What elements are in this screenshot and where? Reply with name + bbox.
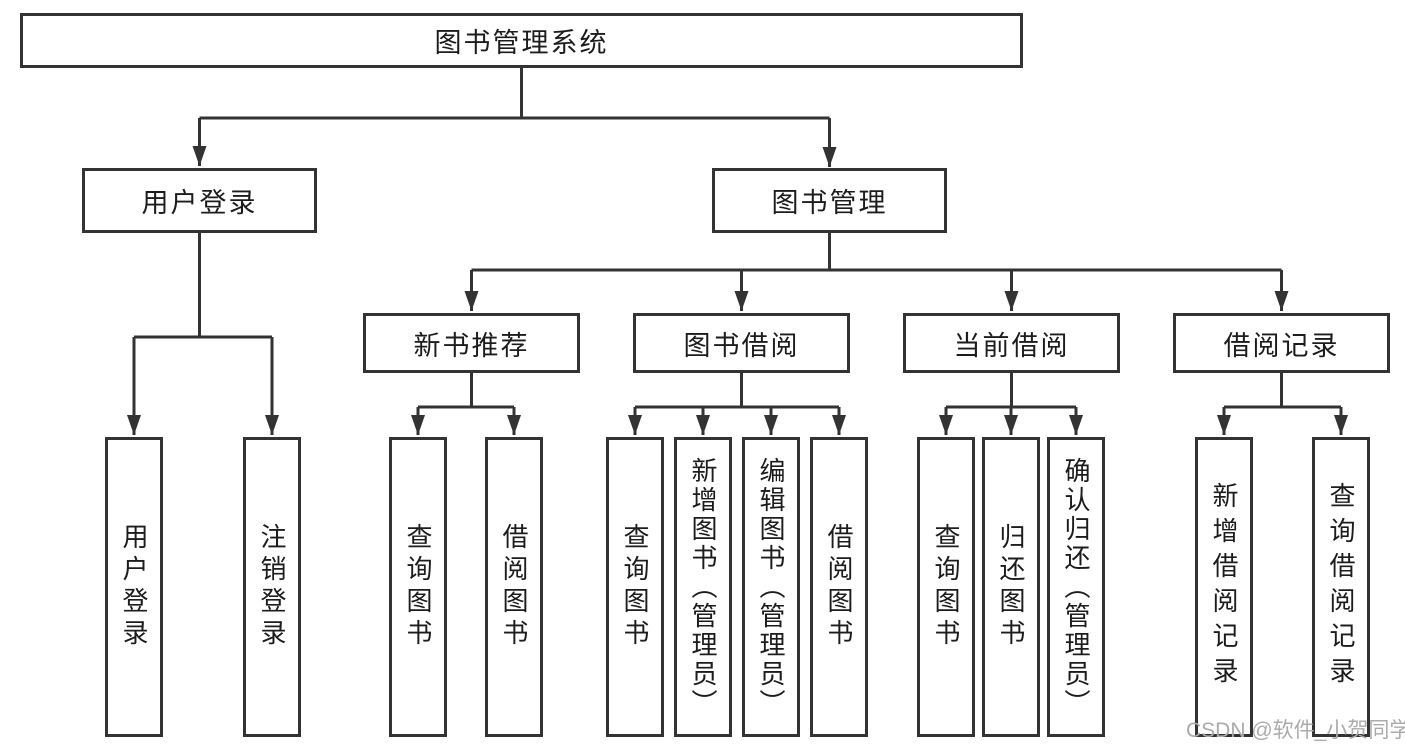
- leaf-add-book-admin: 新增图书（管理员）: [674, 437, 732, 737]
- leaf-query-books-recommend: 查询图书: [389, 437, 447, 737]
- node-label: 借阅记录: [1223, 330, 1340, 361]
- leaf-confirm-return-admin: 确认归还（管理员）: [1047, 437, 1105, 737]
- node-label: 查询图书: [403, 523, 433, 651]
- node-book-management: 图书管理: [712, 168, 947, 233]
- node-label: 查询图书: [620, 523, 650, 651]
- node-label: 借阅图书: [824, 523, 854, 651]
- node-label: 借阅图书: [499, 523, 529, 651]
- node-label: 编辑图书（管理员）: [756, 456, 786, 718]
- node-user-login: 用户登录: [82, 168, 317, 233]
- node-label: 图书管理: [771, 188, 888, 218]
- node-label: 用户登录: [119, 523, 149, 651]
- node-label: 查询图书: [931, 523, 961, 651]
- node-label: 新增借阅记录: [1209, 482, 1239, 692]
- node-book-borrowing: 图书借阅: [633, 313, 850, 373]
- leaf-query-books-borrowing: 查询图书: [606, 437, 664, 737]
- node-label: 注销登录: [257, 523, 287, 651]
- node-new-book-recommend: 新书推荐: [363, 313, 580, 373]
- node-label: 查询借阅记录: [1326, 482, 1356, 692]
- node-current-borrowing: 当前借阅: [903, 313, 1120, 373]
- leaf-return-books: 归还图书: [982, 437, 1040, 737]
- csdn-watermark: CSDN @软件_小贺同学: [1186, 719, 1405, 742]
- leaf-user-login: 用户登录: [105, 437, 163, 737]
- node-label: 当前借阅: [953, 330, 1070, 361]
- node-label: 图书借阅: [683, 330, 800, 361]
- node-label: 用户登录: [141, 188, 258, 218]
- node-label: 归还图书: [996, 523, 1026, 651]
- node-label: 新书推荐: [413, 330, 530, 361]
- node-label: 确认归还（管理员）: [1061, 456, 1091, 718]
- leaf-logout: 注销登录: [243, 437, 301, 737]
- node-label: 图书管理系统: [434, 28, 609, 58]
- node-label: 新增图书（管理员）: [688, 456, 718, 718]
- node-root-library-system: 图书管理系统: [20, 13, 1023, 68]
- leaf-borrow-books-borrowing: 借阅图书: [810, 437, 868, 737]
- leaf-edit-book-admin: 编辑图书（管理员）: [742, 437, 800, 737]
- leaf-borrow-books-recommend: 借阅图书: [485, 437, 543, 737]
- leaf-query-borrow-record: 查询借阅记录: [1312, 437, 1370, 737]
- leaf-add-borrow-record: 新增借阅记录: [1195, 437, 1253, 737]
- leaf-query-books-current: 查询图书: [917, 437, 975, 737]
- node-borrowing-records: 借阅记录: [1173, 313, 1390, 373]
